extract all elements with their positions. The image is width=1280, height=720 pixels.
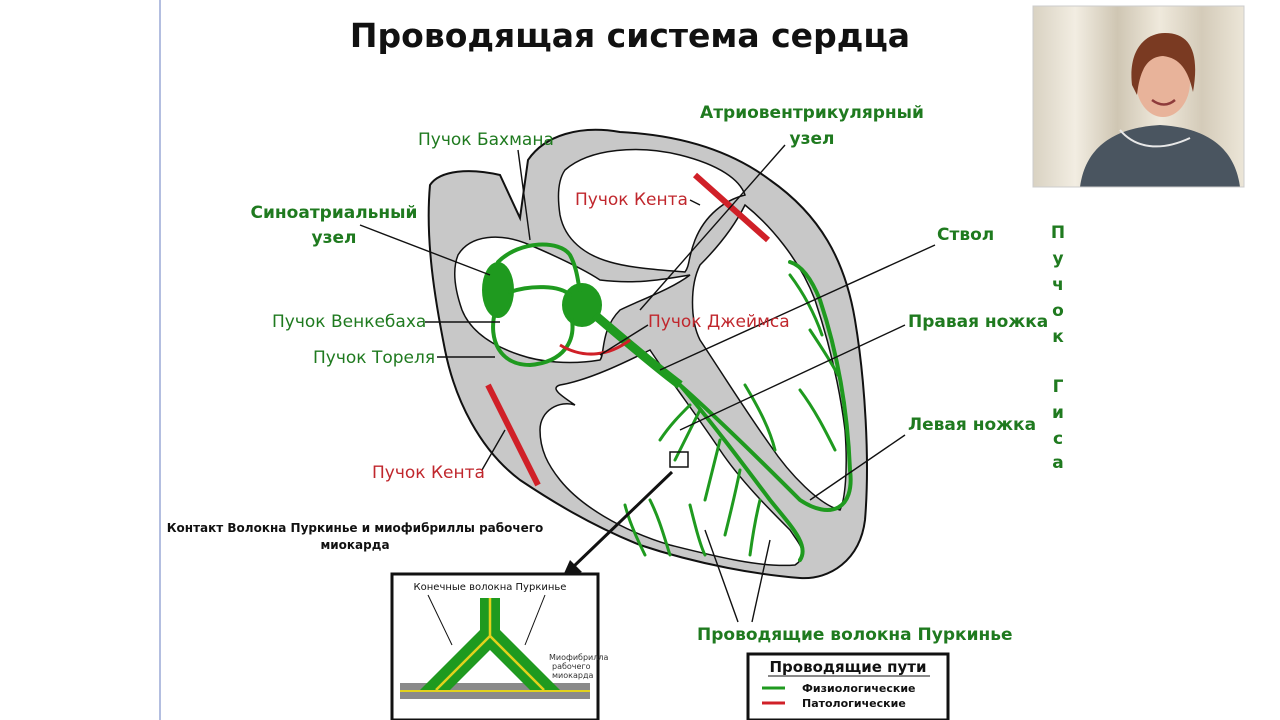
presenter-webcam: [1032, 5, 1245, 188]
purkinje-contact-inset: Конечные волокна Пуркинье Миофибрилла ра…: [390, 572, 608, 720]
label-left-bundle: Левая ножка: [908, 415, 1036, 435]
label-right-bundle: Правая ножка: [908, 312, 1048, 332]
his-char: и: [1052, 403, 1064, 423]
av-node-shape: [562, 283, 602, 327]
label-wenckebach: Пучок Венкебаха: [272, 312, 426, 332]
purkinje-branch: [723, 468, 742, 537]
label-thorel: Пучок Тореля: [313, 348, 435, 368]
inset-terminal-fibers-label: Конечные волокна Пуркинье: [414, 582, 567, 593]
label-james: Пучок Джеймса: [648, 312, 790, 332]
label-kent-top: Пучок Кента: [575, 190, 688, 210]
label-trunk: Ствол: [937, 225, 994, 245]
his-trunk-path: [592, 311, 683, 389]
his-char: у: [1052, 249, 1063, 269]
his-char: к: [1052, 327, 1064, 347]
left-ventricle-cavity: [691, 203, 847, 511]
left-bundle-path: [678, 260, 853, 512]
his-char: с: [1053, 429, 1063, 449]
his-char: П: [1051, 223, 1065, 243]
inset-purkinje-fiber: [420, 598, 560, 690]
bachmann-path: [496, 242, 582, 292]
purkinje-branch: [748, 498, 762, 557]
his-char: о: [1052, 301, 1064, 321]
purkinje-branch: [623, 503, 647, 557]
inset-myofibril-label-3: миокарда: [552, 671, 593, 680]
kent-bundle-bottom-path: [485, 383, 541, 487]
pathological-pathways: [485, 172, 770, 487]
his-char: ч: [1052, 275, 1064, 295]
label-kent-bottom: Пучок Кента: [372, 463, 485, 483]
physiological-pathways: [482, 242, 853, 562]
label-av-node-2: узел: [790, 129, 835, 149]
contact-zoom-box: [669, 451, 689, 468]
inset-myofibril-label-1: Миофибрилла: [549, 653, 608, 662]
presenter-body: [1080, 125, 1240, 187]
purkinje-branch: [673, 408, 702, 462]
purkinje-branch: [703, 438, 722, 502]
purkinje-branch: [658, 403, 692, 442]
legend-item-physiological: Физиологические: [802, 682, 916, 695]
his-bundle-vertical-label: П у ч о к Г и с а: [1051, 223, 1065, 473]
webcam-frame: [1032, 5, 1245, 188]
presenter-hair: [1131, 33, 1196, 95]
sa-node-shape: [482, 262, 514, 318]
inset-fiber-signal: [435, 598, 545, 691]
thorel-path: [491, 310, 575, 368]
right-ventricle-cavity: [539, 349, 804, 567]
label-bachmann: Пучок Бахмана: [418, 130, 554, 150]
label-av-node-1: Атриовентрикулярный: [700, 103, 924, 123]
slide-title: Проводящая система сердца: [350, 16, 910, 55]
legend-title: Проводящие пути: [770, 658, 927, 676]
inset-myofibril-label-2: рабочего: [552, 662, 591, 671]
purkinje-branch: [648, 498, 672, 557]
legend: Проводящие пути Физиологические Патологи…: [746, 652, 950, 720]
leader-lines: [359, 144, 936, 623]
kent-bundle-top-path: [693, 172, 770, 243]
wenckebach-path: [508, 285, 572, 297]
legend-item-pathological: Патологические: [802, 697, 906, 710]
james-bundle-path: [559, 338, 631, 356]
his-char: Г: [1053, 377, 1064, 397]
inset-caption-1: Контакт Волокна Пуркинье и миофибриллы р…: [167, 521, 544, 535]
right-bundle-path: [678, 383, 805, 562]
purkinje-branch: [743, 383, 777, 452]
zoom-arrow-line: [570, 470, 674, 570]
presenter-face: [1136, 47, 1190, 117]
inset-caption-2: миокарда: [320, 538, 389, 552]
purkinje-branch: [798, 388, 837, 452]
label-sa-node-1: Синоатриальный: [251, 203, 418, 223]
purkinje-branch: [808, 328, 840, 377]
purkinje-branch: [788, 273, 824, 337]
his-char: а: [1052, 453, 1063, 473]
label-purkinje-fibers: Проводящие волокна Пуркинье: [697, 625, 1013, 645]
label-sa-node-2: узел: [312, 228, 357, 248]
purkinje-branch: [688, 503, 707, 557]
